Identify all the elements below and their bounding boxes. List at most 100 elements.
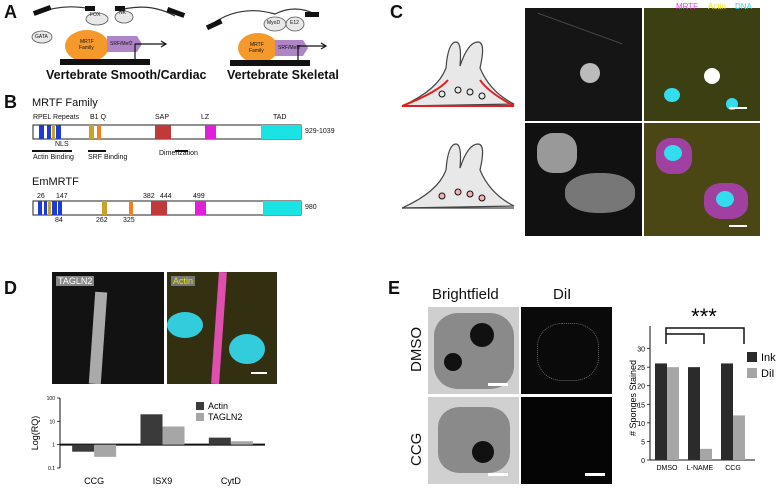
channel-mrtf: MRTF: [676, 2, 699, 11]
sponge-cell-schematic-top: [401, 41, 515, 107]
actin-binding-label: Actin Binding: [33, 154, 74, 161]
em-499: 499: [193, 193, 205, 200]
chart-e-legend-label: Ink: [761, 352, 776, 364]
chart-d-ytick-label: 1: [52, 443, 55, 449]
chart-d-bar: [140, 414, 163, 445]
tagln2-label: TAGLN2: [56, 276, 95, 286]
panel-a-right-diagram: [205, 8, 328, 66]
rpel-label: RPEL Repeats: [33, 114, 80, 121]
panel-c-label: C: [390, 2, 403, 22]
emmrtf-domain-bar: [32, 200, 302, 216]
chart-d-ytick-label: 10: [49, 419, 55, 425]
node-mrtf-2: MRTF: [250, 42, 264, 48]
node-family: Family: [79, 45, 94, 51]
mrtf-image-top: [525, 8, 642, 121]
nls-label: NLS: [55, 141, 69, 148]
chart-e-ytick-label: 5: [641, 439, 645, 446]
chart-e-ytick-label: 30: [637, 347, 645, 354]
chart-d-bar: [162, 426, 185, 445]
em-length: 980: [305, 204, 317, 211]
chart-e-ytick-label: 0: [641, 458, 645, 465]
node-srf: SRF/Mef2: [110, 41, 133, 47]
panel-b-label: B: [4, 92, 17, 112]
dimerization-label: Dimerization: [159, 150, 198, 157]
node-gata: GATA: [35, 34, 48, 40]
b1q-label: B1 Q: [90, 114, 106, 121]
chart-e-ytick-label: 20: [637, 384, 645, 391]
chart-e-bar: [667, 367, 679, 460]
panel-a-label: A: [4, 2, 17, 22]
chart-e-ytick-label: 10: [637, 421, 645, 428]
chart-e-ylabel: # Sponges Stained: [628, 360, 638, 436]
scale-bar-e2: [488, 473, 508, 476]
actin-merge-image: [167, 272, 277, 384]
chart-e-significance: ***: [691, 304, 717, 329]
chart-e-bar: [733, 415, 745, 460]
panel-a-left-diagram: [31, 5, 186, 65]
chart-e-bar: [688, 367, 700, 460]
brightfield-ccg: [428, 397, 519, 484]
channel-dna: DNA: [735, 2, 752, 11]
emmrtf-title: EmMRTF: [32, 176, 79, 188]
chart-d-category-label: CytD: [221, 476, 242, 486]
channel-actin: Actin: [708, 2, 726, 11]
actin-label: Actin: [171, 276, 196, 286]
em-26: 26: [37, 193, 45, 200]
em-382: 382: [143, 193, 155, 200]
chart-d-legend-swatch: [196, 413, 204, 421]
em-444: 444: [160, 193, 172, 200]
chart-e-category-label: CCG: [725, 465, 741, 472]
chart-e-bracket-outer: [665, 327, 745, 344]
chart-e-ytick-label: 25: [637, 365, 645, 372]
chart-d-category-label: CCG: [84, 476, 104, 486]
chart-d-bar: [230, 441, 253, 445]
chart-e-legend-swatch: [747, 352, 757, 362]
chart-e-bar: [700, 448, 712, 460]
tagln2-image: [52, 272, 164, 384]
chart-e-bar: [655, 363, 667, 460]
node-fox: FOX: [90, 12, 101, 18]
sap-label: SAP: [155, 114, 170, 121]
title-smooth-cardiac: Vertebrate Smooth/Cardiac: [46, 68, 207, 82]
chart-d-ytick-label: 100: [47, 396, 56, 402]
sponge-cell-schematic-bottom: [401, 143, 515, 209]
srf-binding-label: SRF Binding: [88, 154, 128, 161]
binding-lines: [32, 150, 188, 152]
scale-bar-e3: [585, 473, 605, 476]
mrtf-domain-bar: [32, 124, 302, 140]
node-myod: MyoD: [267, 20, 281, 26]
chart-d-legend-label: TAGLN2: [208, 412, 242, 422]
panel-e-label: E: [388, 278, 401, 298]
em-325: 325: [123, 217, 135, 224]
node-nk: NK: [119, 10, 126, 16]
chart-e-bracket-inner: [666, 333, 705, 344]
chart-e-category-label: L-NAME: [687, 465, 714, 472]
title-skeletal: Vertebrate Skeletal: [227, 68, 339, 82]
scale-bar-c-top: [729, 107, 747, 109]
scale-bar-e1: [488, 383, 508, 386]
chart-d-category-label: ISX9: [153, 476, 173, 486]
node-mrtf: MRTF: [80, 39, 94, 45]
lz-label: LZ: [201, 114, 210, 121]
em-147: 147: [56, 193, 68, 200]
dii-ccg: [521, 397, 612, 484]
chart-d-legend-swatch: [196, 402, 204, 410]
chart-d-bar: [94, 444, 117, 457]
chart-d-ylabel: Log(RQ): [30, 416, 40, 451]
chart-e-category-label: DMSO: [657, 465, 679, 472]
chart-d-legend-label: Actin: [208, 401, 228, 411]
tad-label: TAD: [273, 114, 287, 121]
col-brightfield: Brightfield: [432, 286, 499, 303]
brightfield-dmso: [428, 307, 519, 394]
em-84: 84: [55, 217, 63, 224]
node-e12: E12: [290, 20, 299, 26]
chart-e-ytick-label: 15: [637, 402, 645, 409]
chart-e-legend-label: DiI: [761, 368, 774, 380]
chart-e-bar: [721, 363, 733, 460]
merge-image-top: [644, 8, 760, 121]
chart-e-legend-swatch: [747, 368, 757, 378]
dii-dmso: [521, 307, 612, 394]
merge-image-bottom: [644, 123, 760, 236]
chart-d-bar: [72, 444, 95, 452]
